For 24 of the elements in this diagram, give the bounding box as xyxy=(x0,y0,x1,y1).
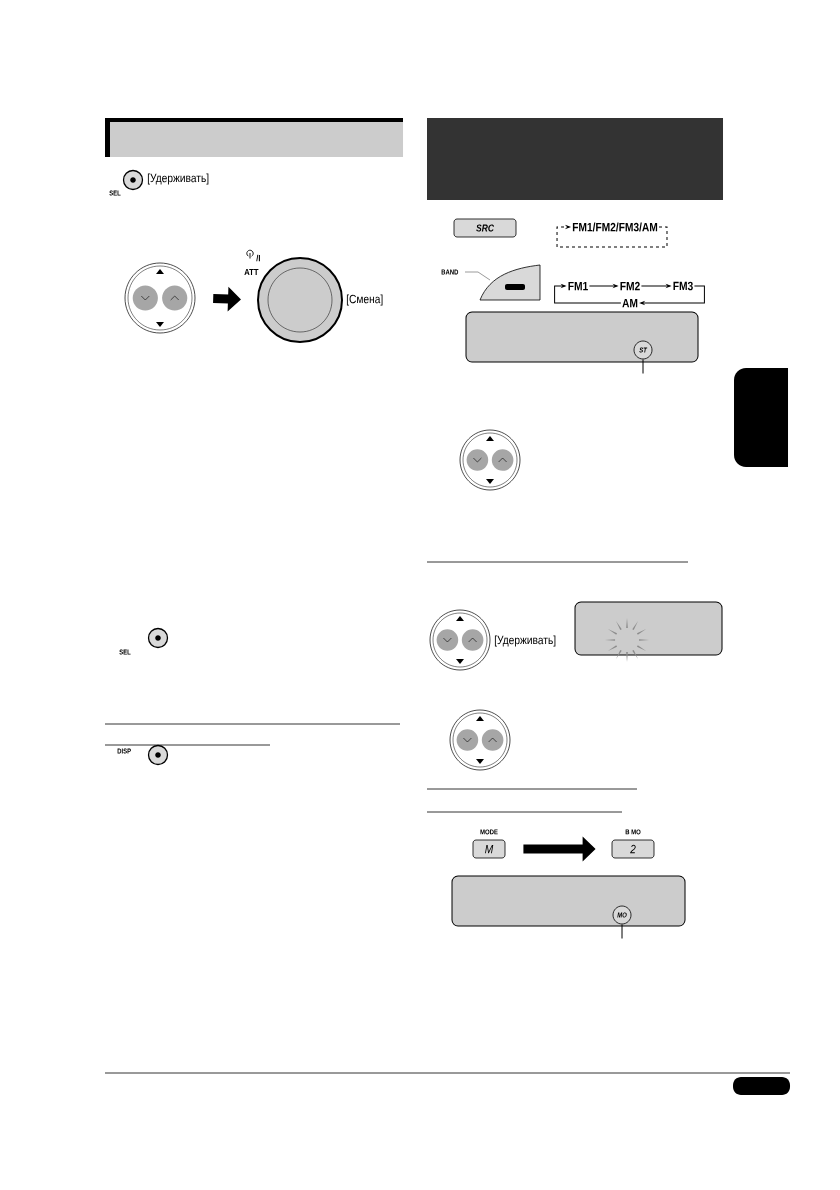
band-label: FM1/FM2/FM3/AM xyxy=(572,222,658,232)
instruction-label: [Удерживать] xyxy=(147,173,209,185)
band-label: AM xyxy=(622,298,638,308)
src-button: SRC xyxy=(453,218,517,238)
band-label: FM1 xyxy=(568,281,588,291)
band-label: FM3 xyxy=(673,281,693,291)
button-label: ATT xyxy=(244,268,259,276)
round-button xyxy=(147,627,169,649)
round-button xyxy=(122,169,144,191)
preset-button: 2 xyxy=(611,839,655,859)
leader-line xyxy=(621,923,623,939)
arrow xyxy=(588,284,618,288)
arrow xyxy=(556,225,668,248)
button-label: /I xyxy=(256,254,260,262)
arrow xyxy=(640,285,705,305)
instruction-label: [Смена] xyxy=(346,294,383,306)
arrow xyxy=(554,284,622,304)
leader-line xyxy=(642,358,644,374)
dpad-drawing xyxy=(124,262,196,334)
round-button xyxy=(147,744,169,766)
arrow xyxy=(640,284,671,288)
mode-button: M xyxy=(472,839,506,859)
instruction-label: [Удерживать] xyxy=(494,635,556,647)
band-label: FM2 xyxy=(620,281,640,291)
